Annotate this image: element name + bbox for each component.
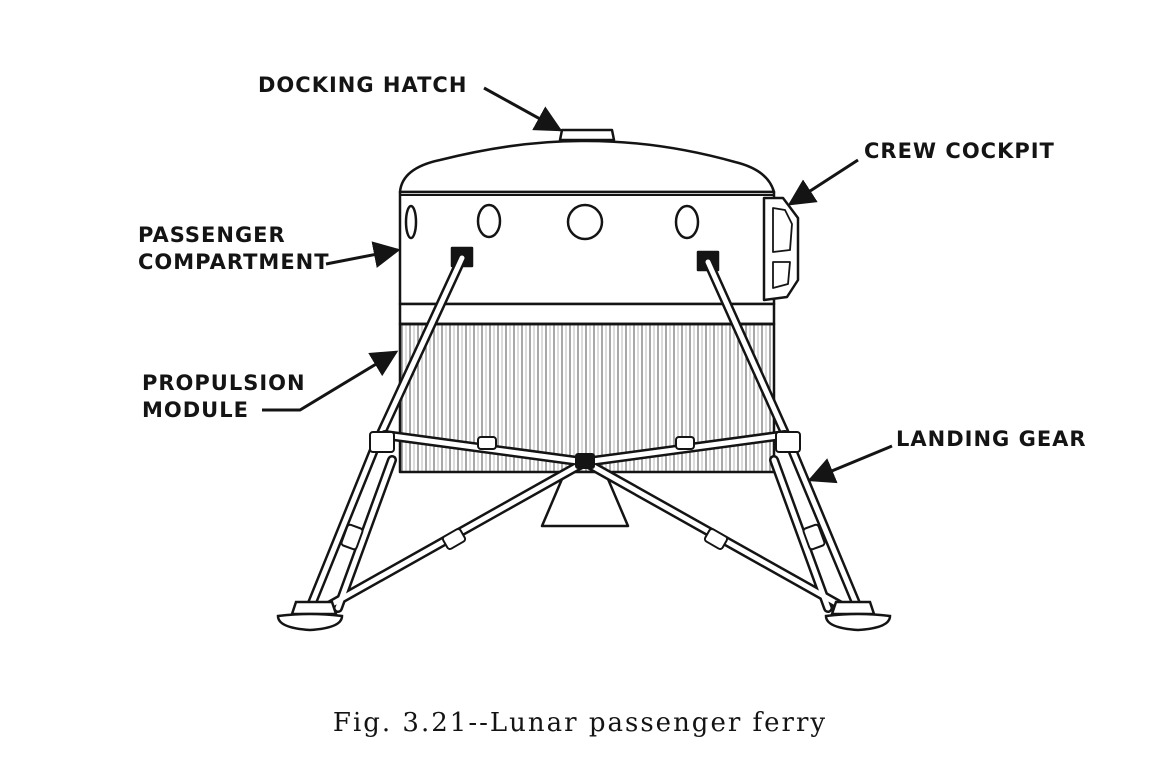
structural-band [398,302,776,326]
window [404,204,418,240]
leader-lines [262,86,893,484]
figure-caption: Fig. 3.21--Lunar passenger ferry [332,708,828,738]
window [674,204,700,240]
footpad-right [830,600,876,616]
leader-crew-cockpit [787,158,859,206]
leader-landing-gear [807,444,893,484]
label-passenger-compartment: PASSENGER COMPARTMENT [138,222,330,276]
label-passenger-line-1: PASSENGER [138,223,286,247]
label-crew-cockpit: CREW COCKPIT [864,139,1055,163]
label-landing-gear: LANDING GEAR [896,427,1087,451]
label-docking-hatch: DOCKING HATCH [258,73,468,97]
engine-nozzle [540,470,630,528]
label-propulsion-module: PROPULSION MODULE [142,370,306,424]
leader-passenger-compartment [325,241,401,268]
label-passenger-line-2: COMPARTMENT [138,250,330,274]
leader-docking-hatch [483,86,563,132]
roof-dome [398,139,776,194]
propulsion-module [398,322,776,474]
leader-propulsion-module [262,350,399,412]
docking-hatch [558,128,616,142]
label-propulsion-line-2: MODULE [142,398,249,422]
window [566,203,604,241]
window [476,203,502,239]
label-propulsion-line-1: PROPULSION [142,371,306,395]
landing-gear [276,253,892,632]
footpad-left [290,600,338,616]
